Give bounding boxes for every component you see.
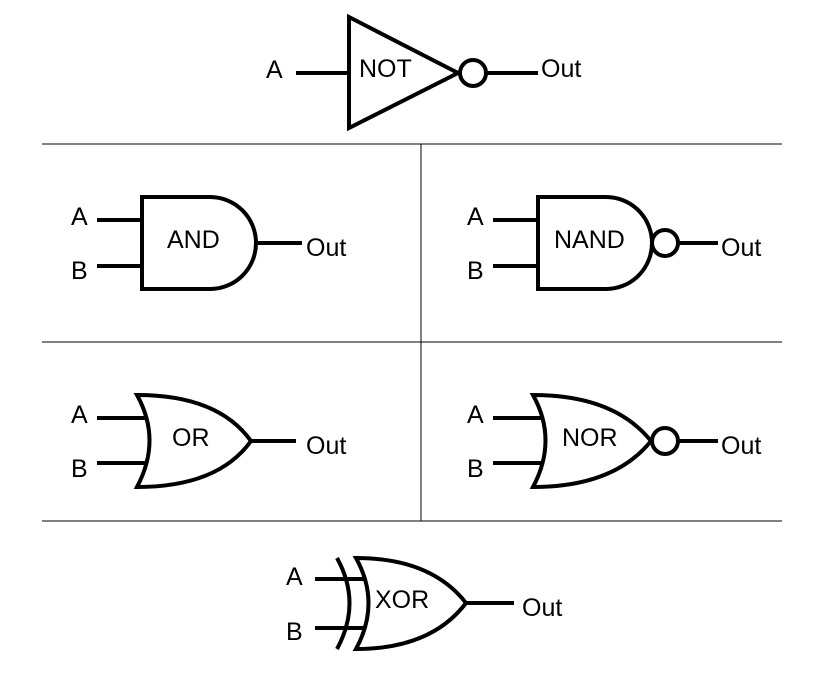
not-input-a-label: A <box>266 56 283 84</box>
not-gate-label: NOT <box>359 55 412 83</box>
xor-output-label: Out <box>522 594 562 622</box>
nand-inverter-bubble <box>650 228 680 258</box>
nor-input-a-label: A <box>467 401 484 429</box>
not-gate: NOT A Out <box>266 13 581 132</box>
nor-input-b-label: B <box>467 455 484 483</box>
xor-input-a-label: A <box>286 563 303 591</box>
xor-gate: XOR A B Out <box>286 555 562 652</box>
nand-gate: NAND A B Out <box>467 195 761 291</box>
nor-gate-label: NOR <box>562 424 618 452</box>
nand-input-b-label: B <box>467 257 484 285</box>
or-gate: OR A B Out <box>71 392 346 490</box>
or-gate-label: OR <box>172 424 210 452</box>
or-gate-body <box>133 392 254 490</box>
xor-gate-label: XOR <box>375 586 429 614</box>
nor-output-label: Out <box>721 432 761 460</box>
nor-gate-body <box>529 392 654 490</box>
nand-output-label: Out <box>721 234 761 262</box>
nor-inverter-bubble <box>650 426 680 456</box>
or-input-a-label: A <box>71 401 88 429</box>
not-output-label: Out <box>541 55 581 83</box>
nand-gate-label: NAND <box>554 226 625 254</box>
nor-gate: NOR A B Out <box>467 392 761 490</box>
and-gate-label: AND <box>167 226 220 254</box>
and-gate-body <box>140 195 258 291</box>
and-input-a-label: A <box>71 203 88 231</box>
not-gate-body <box>347 13 463 132</box>
or-input-b-label: B <box>71 455 88 483</box>
xor-extra-input-arc <box>335 557 352 650</box>
xor-input-b-label: B <box>286 618 303 646</box>
xor-gate-body <box>352 555 469 652</box>
or-output-label: Out <box>306 432 346 460</box>
and-gate: AND A B Out <box>71 195 346 291</box>
and-input-b-label: B <box>71 257 88 285</box>
and-output-label: Out <box>306 234 346 262</box>
nand-input-a-label: A <box>467 203 484 231</box>
not-inverter-bubble <box>458 58 488 88</box>
